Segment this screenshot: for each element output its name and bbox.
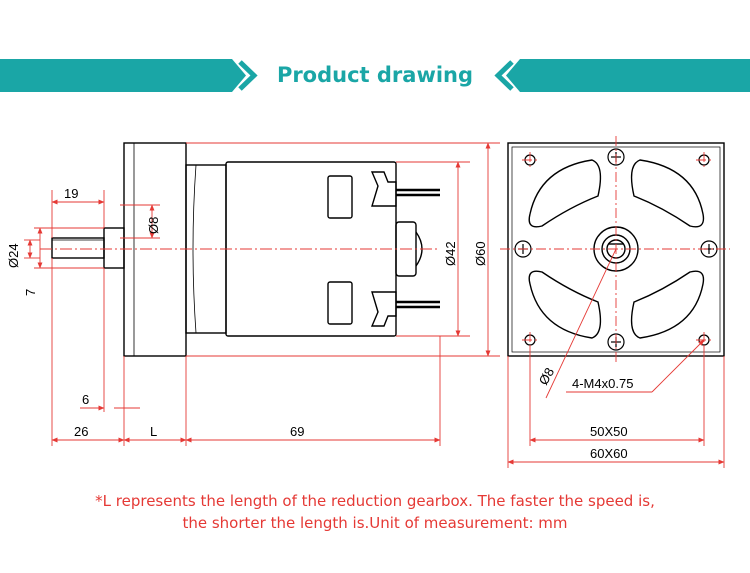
window-bottom-left xyxy=(528,270,602,339)
side-dimension-lines xyxy=(24,142,500,446)
banner-bar-left xyxy=(0,59,230,92)
dim-flange-width: 60X60 xyxy=(590,446,628,461)
dim-d-flat: 7 xyxy=(23,289,38,296)
dim-hole-dia: Ø8 xyxy=(536,365,558,388)
corner-holes xyxy=(524,154,710,346)
window-bottom-right xyxy=(630,270,705,339)
terminal-top xyxy=(370,171,397,207)
gearbox-housing xyxy=(123,142,187,357)
window-top-right xyxy=(630,159,705,228)
side-view xyxy=(51,142,440,357)
chevron-left-icon xyxy=(494,59,526,92)
motor-vent-bottom xyxy=(327,281,353,325)
motor-vent-top xyxy=(327,175,353,219)
dim-front-length: 26 xyxy=(74,424,88,439)
dim-flange-size: Ø60 xyxy=(473,241,488,266)
dim-thread: 4-M4x0.75 xyxy=(572,376,633,391)
dim-shaft-length: 19 xyxy=(64,186,78,201)
note-line-2: the shorter the length is.Unit of measur… xyxy=(182,514,568,532)
terminal-bottom xyxy=(370,291,397,327)
front-centerlines xyxy=(500,136,730,362)
note-line-1: *L represents the length of the reductio… xyxy=(95,492,655,510)
technical-drawing: 19 Ø8 Ø24 7 6 26 L 69 Ø42 Ø60 xyxy=(6,136,730,468)
front-dimension-lines xyxy=(507,248,725,468)
chevron-right-icon xyxy=(226,59,258,92)
shaft-boss xyxy=(103,227,125,269)
banner-bar-right xyxy=(522,59,750,92)
dim-motor-dia: Ø42 xyxy=(443,241,458,266)
dim-spacer: 6 xyxy=(82,392,89,407)
window-top-left xyxy=(528,159,602,228)
dim-shaft-dia: Ø8 xyxy=(146,217,161,234)
dim-boss-dia: Ø24 xyxy=(6,243,21,268)
dim-hole-spacing: 50X50 xyxy=(590,424,628,439)
dim-gearbox-length: L xyxy=(150,424,157,439)
output-shaft xyxy=(51,237,105,259)
dim-motor-length: 69 xyxy=(290,424,304,439)
page-title: Product drawing xyxy=(276,63,474,87)
